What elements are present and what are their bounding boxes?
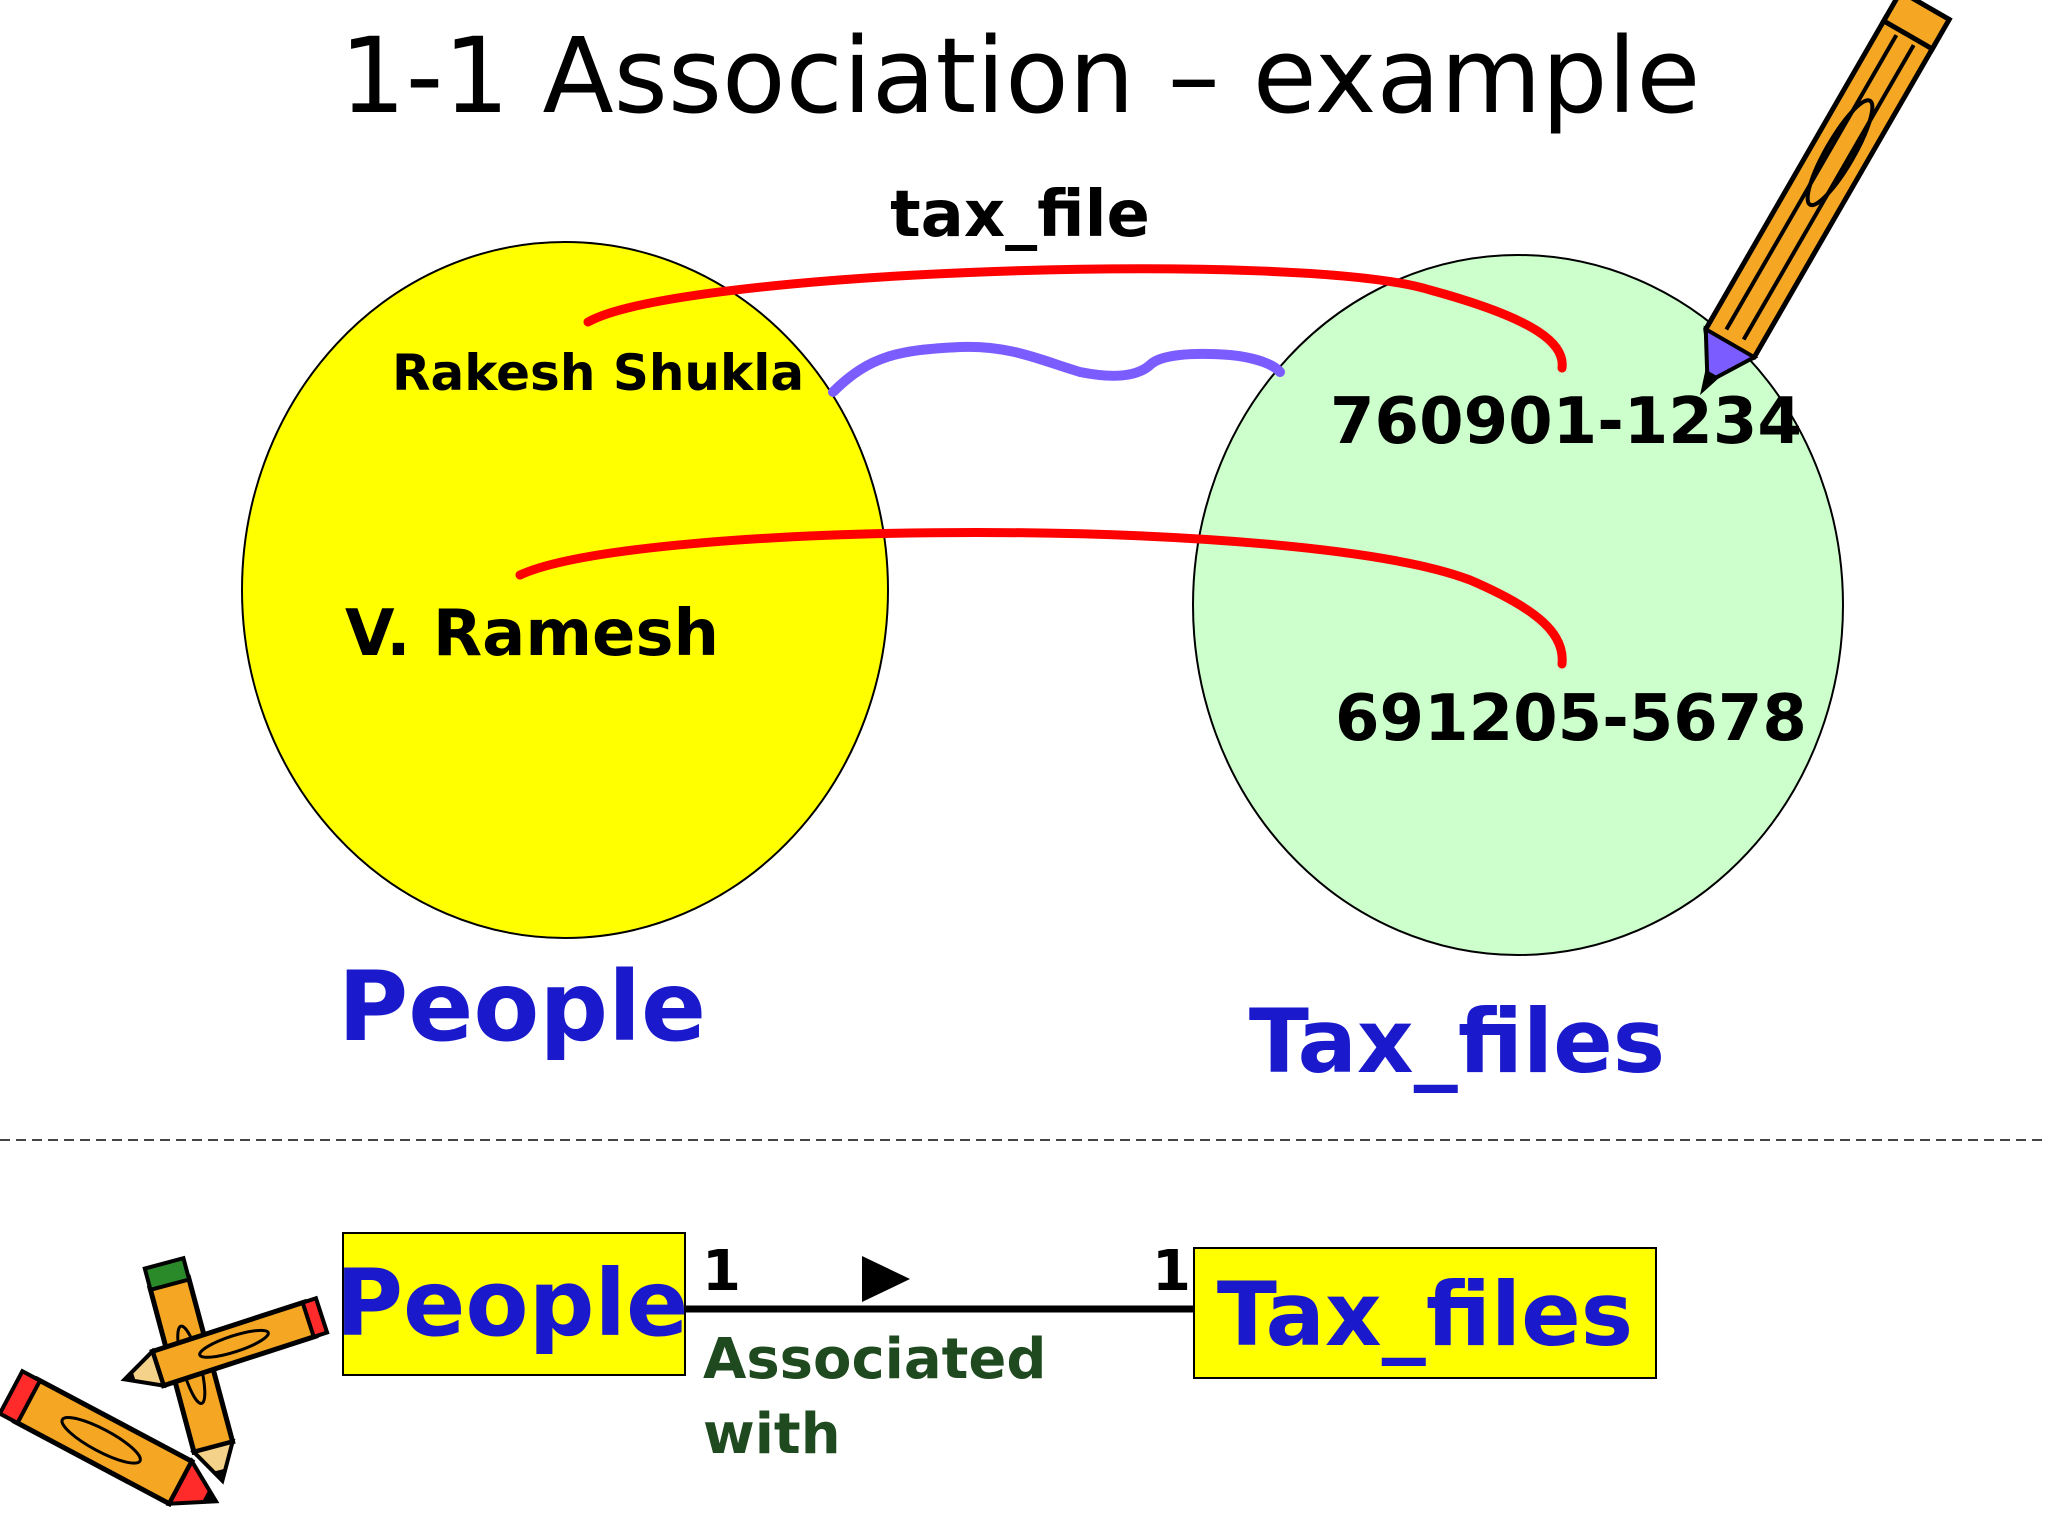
uml-right-multiplicity: 1 <box>1152 1239 1191 1304</box>
pencil-icon <box>1700 0 1953 396</box>
slide-title: 1-1 Association – example <box>340 15 1701 137</box>
wavy-connector <box>828 341 1285 397</box>
uml-tax-box <box>1193 1247 1657 1379</box>
uml-association: People Tax_files 1 1 Associated with <box>336 1232 1657 1467</box>
link-ramesh-to-691205 <box>515 528 1567 669</box>
uml-tax-class: Tax_files <box>1217 1263 1633 1366</box>
relation-label: tax_file <box>890 178 1150 252</box>
people-set-label: People <box>338 951 706 1063</box>
uml-left-multiplicity: 1 <box>702 1239 741 1304</box>
uml-people-class: People <box>336 1250 689 1357</box>
uml-association-label-line2: with <box>703 1402 841 1467</box>
people-set-ellipse <box>241 241 889 939</box>
link-rakesh-to-760901 <box>583 264 1567 373</box>
tax-member-2: 691205-5678 <box>1335 682 1807 756</box>
uml-direction-arrow <box>862 1256 910 1302</box>
tax-set-label: Tax_files <box>1249 990 1665 1093</box>
tax-member-1: 760901-1234 <box>1330 385 1802 459</box>
uml-association-label-line1: Associated <box>703 1327 1047 1392</box>
crossed-pencils-icon <box>0 1255 330 1508</box>
people-set: Rakesh Shukla V. Ramesh <box>241 241 889 939</box>
people-member-2: V. Ramesh <box>345 597 719 671</box>
uml-people-box <box>342 1232 686 1376</box>
people-member-1: Rakesh Shukla <box>392 344 804 402</box>
